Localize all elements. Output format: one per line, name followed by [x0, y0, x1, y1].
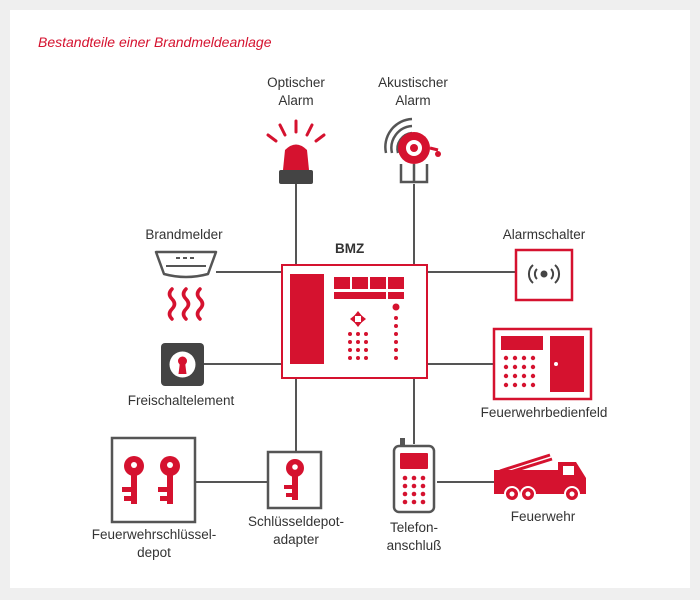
keyhole-icon — [161, 343, 204, 386]
telefonanschluss-line2: anschluß — [386, 538, 442, 553]
schluesseldepot-adapter-label: Schlüsseldepot- adapter — [238, 513, 354, 549]
connection-lines — [195, 184, 516, 483]
fire-truck-icon — [494, 453, 586, 502]
optischer-alarm-line1: Optischer — [267, 75, 325, 90]
akustischer-alarm-label: Akustischer Alarm — [358, 74, 468, 110]
control-panel-icon — [492, 327, 593, 401]
beacon-icon — [266, 119, 326, 184]
bmz-label: BMZ — [335, 241, 365, 256]
alarmschalter-label: Alarmschalter — [502, 227, 586, 242]
phone-icon — [392, 438, 436, 514]
freischaltelement-label: Freischaltelement — [127, 393, 235, 408]
optischer-alarm-line2: Alarm — [278, 93, 314, 108]
feuerwehrbedienfeld-label: Feuerwehrbedienfeld — [480, 405, 608, 420]
bell-icon — [384, 117, 441, 184]
schluesseldepot-adapter-line2: adapter — [273, 532, 319, 547]
smoke-detector-icon — [154, 250, 218, 321]
brandmelder-label: Brandmelder — [145, 227, 223, 242]
telefonanschluss-label: Telefon- anschluß — [368, 519, 460, 555]
telefonanschluss-line1: Telefon- — [389, 520, 439, 535]
key-icon — [266, 450, 323, 510]
schluesseldepot-line1: Feuerwehrschlüssel- — [91, 527, 217, 542]
schluesseldepot-label: Feuerwehrschlüssel- depot — [72, 526, 236, 562]
keys-icon — [110, 436, 197, 524]
feuerwehr-label: Feuerwehr — [510, 509, 576, 524]
akustischer-alarm-line1: Akustischer — [378, 75, 448, 90]
schluesseldepot-line2: depot — [137, 545, 171, 560]
akustischer-alarm-line2: Alarm — [395, 93, 431, 108]
alarm-switch-icon — [514, 248, 574, 302]
optischer-alarm-label: Optischer Alarm — [246, 74, 346, 110]
bmz-panel — [281, 264, 428, 379]
schluesseldepot-adapter-line1: Schlüsseldepot- — [247, 514, 345, 529]
diagram-title: Bestandteile einer Brandmeldeanlage — [38, 34, 272, 50]
